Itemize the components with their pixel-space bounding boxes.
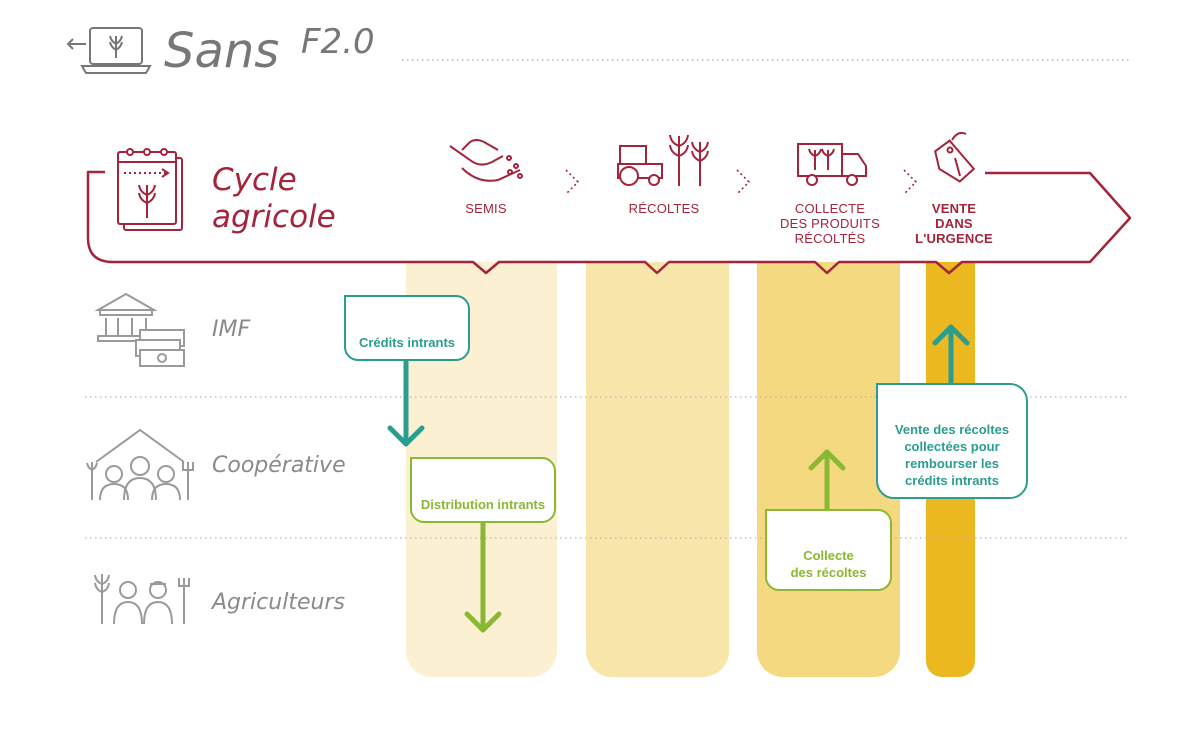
box-vente-recoltes: Vente des récoltes collectées pour rembo…	[876, 383, 1028, 499]
box-distribution-intrants: Distribution intrants	[410, 457, 556, 523]
actor-label-cooperative: Coopérative	[212, 453, 346, 478]
stage-label-vente: VENTE DANS L'URGENCE	[904, 201, 1004, 246]
calendar-wheat-icon	[117, 148, 183, 231]
stage-label-line: COLLECTE	[794, 201, 866, 216]
stage-label-line: SEMIS	[465, 201, 507, 216]
box-collecte-line1: Collecte	[803, 548, 854, 563]
cycle-title-line2: agricole	[212, 199, 336, 235]
cycle-banner-outline	[86, 170, 1132, 275]
truck-icon	[797, 143, 867, 186]
bank-money-icon	[94, 292, 185, 367]
arrow-farmers-to-cooperative	[808, 449, 846, 513]
box-vente-line1: Vente des récoltes	[894, 422, 1010, 437]
stage-label-line: DES PRODUITS	[780, 216, 880, 231]
chevron-icon	[565, 169, 918, 195]
cycle-title-line1: Cycle	[212, 162, 297, 198]
stage-label-semis: SEMIS	[441, 201, 531, 216]
arrow-distribution-to-farmers	[464, 518, 502, 633]
stage-label-line: DANS	[935, 216, 973, 231]
stage-label-line: VENTE	[931, 201, 977, 216]
farmers-icon	[94, 574, 190, 625]
box-collecte-line2: des récoltes	[790, 565, 867, 580]
price-tag-icon	[934, 131, 976, 183]
cooperative-group-icon	[86, 428, 194, 501]
stage-label-line: RÉCOLTES	[628, 201, 700, 216]
box-credits-intrants-text: Crédits intrants	[358, 335, 456, 350]
box-vente-line2: collectées pour	[904, 439, 1000, 454]
box-distribution-intrants-text: Distribution intrants	[420, 497, 546, 512]
stage-label-line: RÉCOLTÉS	[794, 231, 866, 246]
stage-label-line: L'URGENCE	[915, 231, 993, 246]
column-recoltes	[586, 262, 729, 677]
page-title: Sans	[164, 23, 280, 79]
stage-label-recoltes: RÉCOLTES	[609, 201, 719, 216]
stage-label-collecte: COLLECTE DES PRODUITS RÉCOLTÉS	[770, 201, 890, 246]
sowing-hand-icon	[449, 139, 523, 182]
box-vente-line3: rembourser les	[905, 456, 999, 471]
box-credits-intrants: Crédits intrants	[344, 295, 470, 361]
arrow-credits-to-cooperative	[387, 359, 425, 447]
laptop-back-icon	[66, 27, 152, 74]
tractor-wheat-icon	[617, 134, 709, 186]
arrow-cooperative-to-imf	[932, 324, 970, 387]
box-collecte-recoltes: Collecte des récoltes	[765, 509, 892, 591]
actor-label-imf: IMF	[212, 317, 251, 342]
box-vente-line4: crédits intrants	[905, 473, 999, 488]
actor-label-farmers: Agriculteurs	[212, 590, 345, 615]
page-subtitle: F2.0	[301, 22, 375, 62]
